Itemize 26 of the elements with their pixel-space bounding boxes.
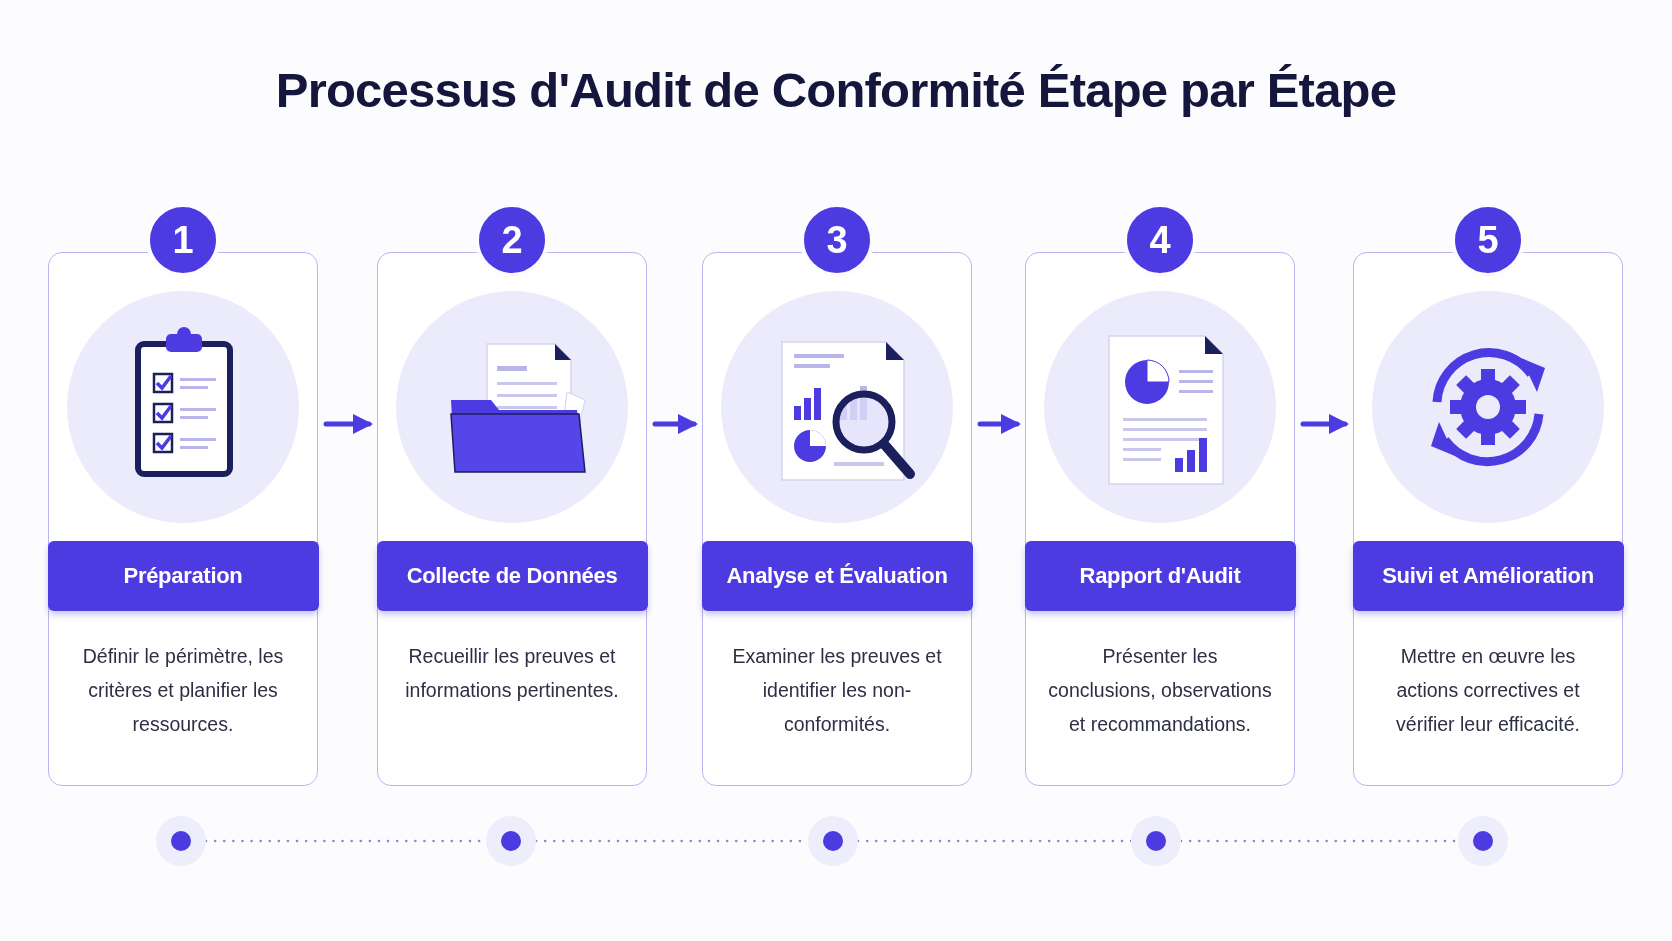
step-title: Collecte de Données [376,541,648,611]
timeline-dot [156,816,206,866]
arrow [1300,414,1349,434]
step-title: Rapport d'Audit [1024,541,1296,611]
arrow [977,414,1021,434]
timeline-dot [1131,816,1181,866]
timeline-dot [1458,816,1508,866]
step-description: Mettre en œuvre les actions correctives et vérifier leur efficacité. [1395,644,1581,737]
step-card [48,252,318,786]
arrow [323,414,373,434]
dotted-connector [856,839,1133,843]
step-card [1353,252,1623,786]
arrow [652,414,698,434]
step-card [1025,252,1295,786]
step-card [702,252,972,786]
step-description: Présenter les conclusions, observations et recommandations. [1048,644,1272,737]
step-description: Définir le périmètre, les critères et planifier les ressources. [81,644,285,737]
step-title: Analyse et Évaluation [701,541,973,611]
step-title: Suivi et Amélioration [1352,541,1624,611]
step-description: Recueillir les preuves et informations pertinentes. [404,644,620,703]
timeline-dot [808,816,858,866]
diagram-title: Processus d'Audit de Conformité Étape par Étape [274,62,1398,118]
step-description: Examiner les preuves et identifier les non-conformités. [731,644,943,737]
step-card [377,252,647,786]
timeline-dot [486,816,536,866]
step-title: Préparation [47,541,319,611]
